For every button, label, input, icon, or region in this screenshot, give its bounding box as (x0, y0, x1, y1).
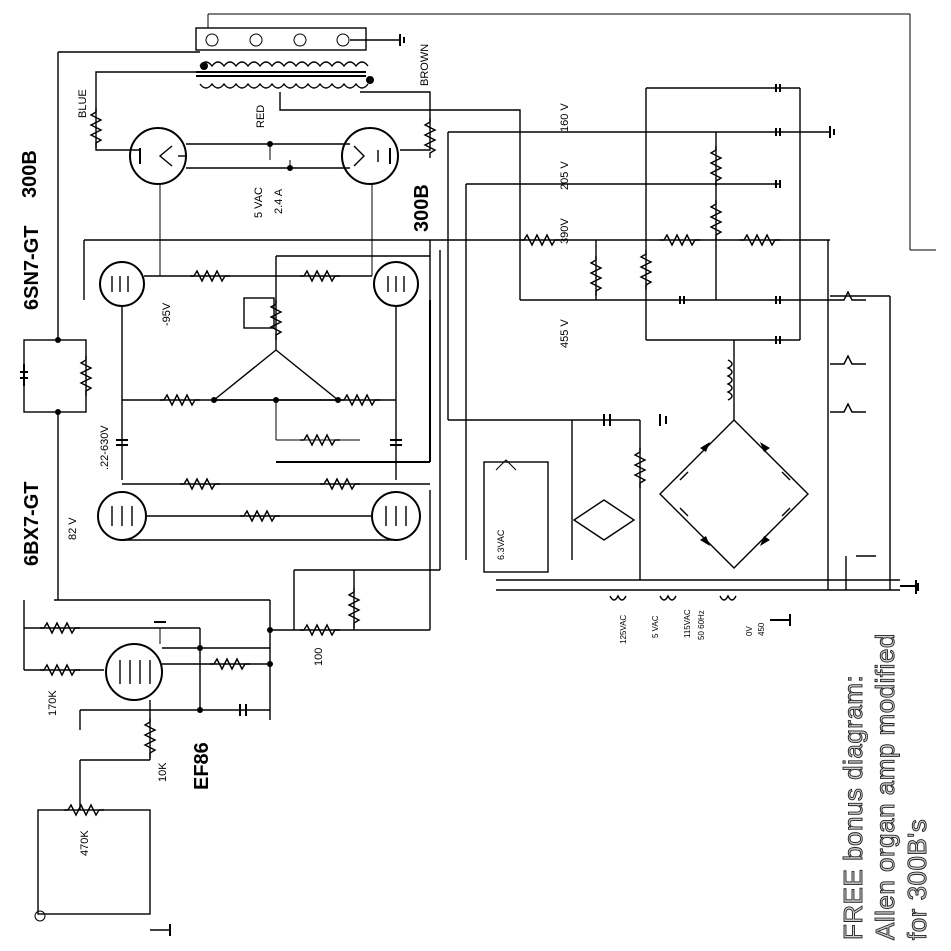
voltage-455-label: 455 V (559, 319, 571, 348)
voltage-82-label: 82 V (67, 517, 79, 540)
power-supply (447, 84, 919, 626)
caption-line-3: for 300B's (902, 819, 932, 940)
caption-line-2: Allen organ amp modified (870, 633, 900, 940)
resistor-470k-label: 470K (79, 830, 91, 856)
input-tube-label: EF86 (191, 742, 213, 790)
phase-tube-label: 6BX7-GT (21, 482, 43, 566)
tap-label-5: 0V (745, 626, 754, 636)
driver-tube-label: 6SN7-GT (21, 226, 43, 310)
caption-line-1: FREE bonus diagram: (838, 675, 868, 940)
driver-stage (83, 184, 830, 480)
resistor-100-label: 100 (313, 648, 325, 666)
output-transformer (195, 13, 936, 251)
output-tube-label-top: 300B (19, 150, 41, 198)
voltage-160-label: 160 V (559, 103, 571, 132)
voltage-205-label: 205 V (559, 161, 571, 190)
tap-label-3: 115VAC (683, 609, 692, 638)
tap-label-6: 450 (757, 622, 766, 636)
feedback-network (20, 337, 92, 600)
phase-stage (54, 250, 441, 720)
output-tube-right (341, 127, 399, 185)
filament-current-label: 2.4 A (273, 188, 285, 214)
voltage-390-label: 390V (559, 218, 571, 244)
tap-label-4: 50 60Hz (697, 610, 706, 640)
input-stage (23, 600, 273, 936)
filament-voltage-label: 5 VAC (253, 187, 265, 218)
wire-brown-label: BROWN (419, 44, 431, 86)
tap-label-1: 125VAC (619, 615, 628, 644)
resistor-170k-label: 170K (47, 690, 59, 716)
wire-red-label: RED (255, 105, 267, 128)
heater-voltage-label: 6.3VAC (496, 529, 506, 560)
coupling-cap-label: .22-630V (99, 425, 111, 470)
output-tube-label-bottom: 300B (411, 184, 433, 232)
tap-label-2: 5 VAC (651, 615, 660, 638)
resistor-10k-label: 10K (157, 762, 169, 782)
output-wiring (57, 51, 521, 340)
voltage-neg95-label: -95V (161, 302, 173, 326)
output-tube-left (129, 127, 187, 185)
wire-blue-label: BLUE (77, 89, 89, 118)
filament-wiring (186, 143, 350, 169)
